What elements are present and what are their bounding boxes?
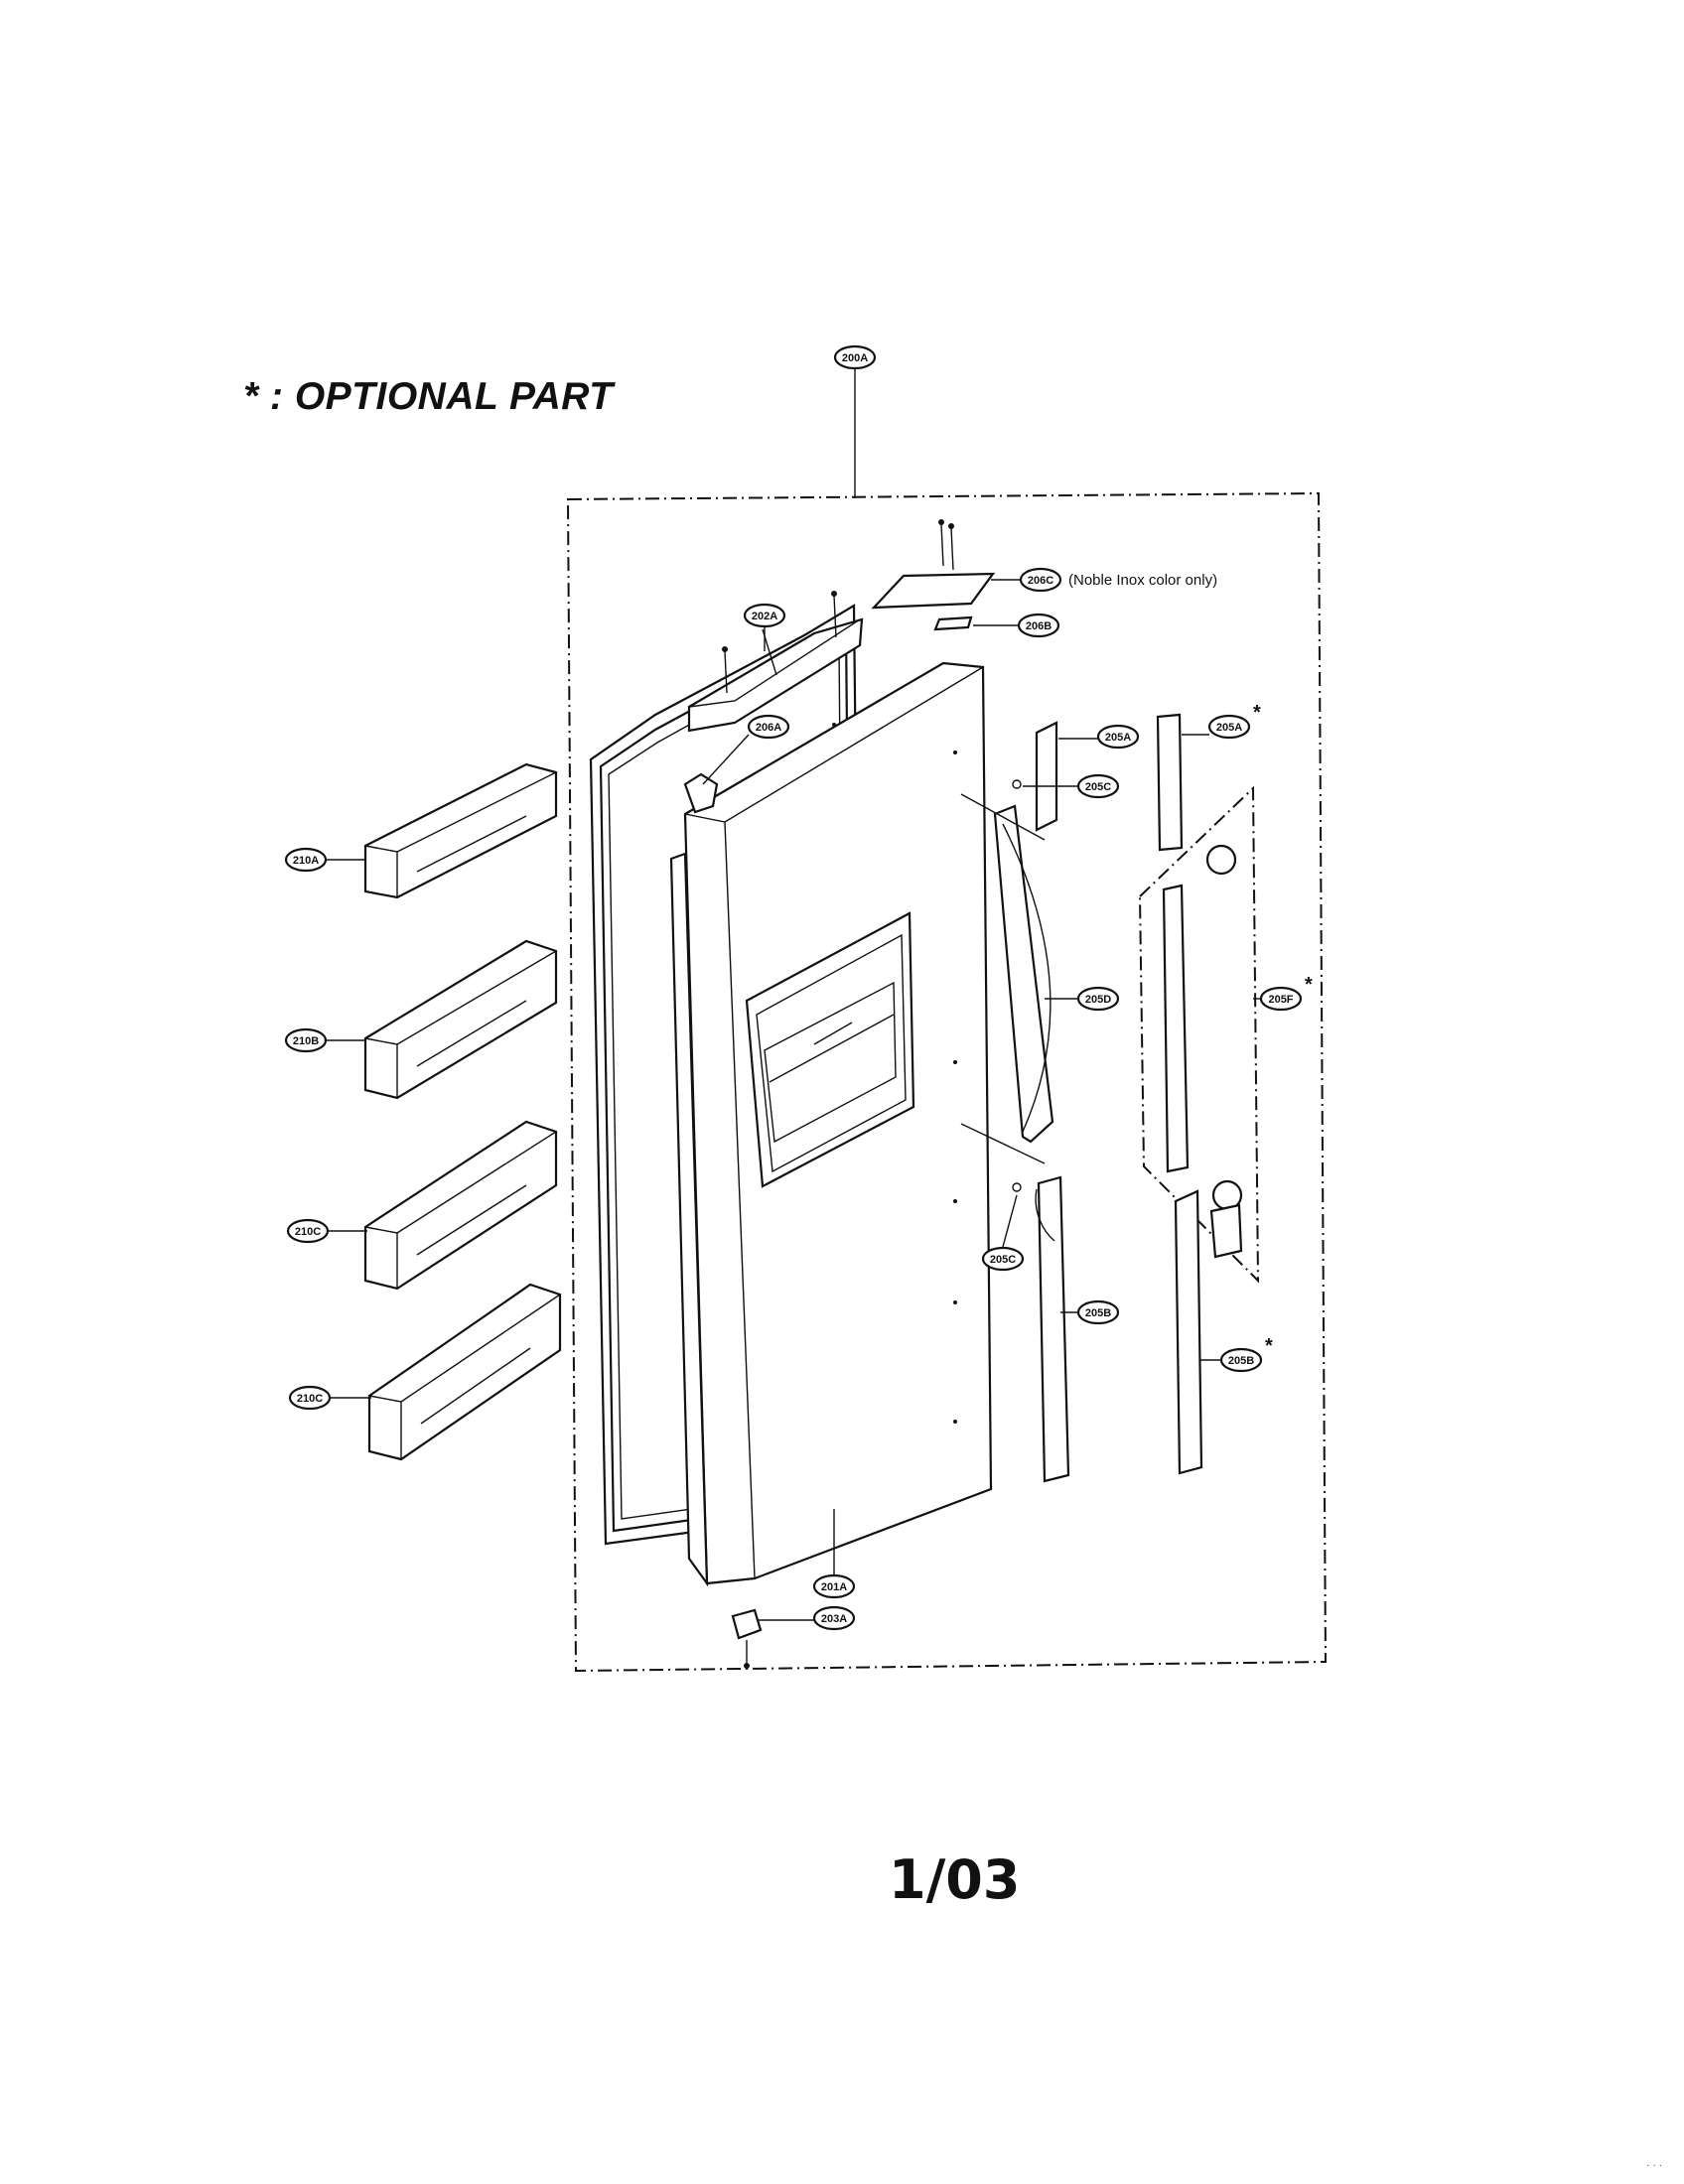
door-bin-210c-lower bbox=[367, 1283, 562, 1461]
callout-206b-label: 206B bbox=[1026, 620, 1052, 632]
callout-202a-label: 202A bbox=[752, 611, 777, 622]
callout-206c-label: 206C bbox=[1028, 575, 1053, 587]
callout-205c-lower: 205C bbox=[981, 1246, 1025, 1272]
callout-203a-label: 203A bbox=[821, 1613, 847, 1625]
top-cap-part bbox=[687, 617, 864, 733]
handle-assembly-left bbox=[960, 721, 1070, 1483]
callout-201a: 201A bbox=[812, 1573, 856, 1599]
callout-200a: 200A bbox=[833, 344, 877, 370]
callout-205c-upper: 205C bbox=[1076, 773, 1120, 799]
assembly-boundary bbox=[566, 367, 1328, 1673]
bottom-hinge-part bbox=[731, 1608, 763, 1669]
optional-marker-205f: * bbox=[1305, 974, 1313, 996]
callout-210c-upper: 210C bbox=[286, 1218, 330, 1244]
callout-205f-label: 205F bbox=[1268, 994, 1293, 1006]
callout-205d: 205D bbox=[1076, 986, 1120, 1012]
callout-202a: 202A bbox=[743, 603, 786, 628]
leader-lines bbox=[326, 579, 1261, 1621]
optional-marker-205b: * bbox=[1265, 1335, 1273, 1357]
callout-210a: 210A bbox=[284, 847, 328, 873]
callout-205c-lower-label: 205C bbox=[990, 1254, 1016, 1266]
callout-205a-right-label: 205A bbox=[1216, 722, 1242, 734]
callout-210b-label: 210B bbox=[293, 1035, 319, 1047]
door-bin-210b bbox=[363, 939, 558, 1100]
callout-205b-right-label: 205B bbox=[1228, 1355, 1254, 1367]
door-panel bbox=[669, 661, 993, 1587]
callout-205a-right: 205A * bbox=[1207, 702, 1261, 740]
callout-210c-lower-label: 210C bbox=[297, 1393, 323, 1405]
callout-200a-label: 200A bbox=[842, 352, 868, 364]
callout-205b-left-label: 205B bbox=[1085, 1307, 1111, 1319]
callout-205d-label: 205D bbox=[1085, 994, 1111, 1006]
handle-assembly-right bbox=[1138, 713, 1260, 1475]
callout-210b: 210B bbox=[284, 1027, 328, 1053]
callout-205a-left-label: 205A bbox=[1105, 732, 1131, 744]
callout-205b-left: 205B bbox=[1076, 1299, 1120, 1325]
callout-206c: 206C (Noble Inox color only) bbox=[1019, 567, 1217, 593]
callout-210a-label: 210A bbox=[293, 855, 319, 867]
corner-mark: · · · bbox=[1646, 2161, 1662, 2172]
hinge-cover-part bbox=[722, 519, 996, 694]
callout-205a-left: 205A bbox=[1096, 724, 1140, 750]
door-bin-210a bbox=[363, 762, 558, 899]
callout-205c-upper-label: 205C bbox=[1085, 781, 1111, 793]
callout-206c-note: (Noble Inox color only) bbox=[1068, 572, 1217, 589]
callout-203a: 203A bbox=[812, 1605, 856, 1631]
callout-210c-upper-label: 210C bbox=[295, 1226, 321, 1238]
callout-201a-label: 201A bbox=[821, 1581, 847, 1593]
optional-part-note: * : OPTIONAL PART bbox=[243, 375, 614, 418]
optional-marker-205a: * bbox=[1253, 702, 1261, 724]
callout-205b-right: 205B * bbox=[1219, 1335, 1273, 1373]
callout-206a: 206A bbox=[747, 714, 790, 740]
callout-205f: 205F * bbox=[1259, 974, 1313, 1012]
callout-206a-label: 206A bbox=[756, 722, 781, 734]
callout-206b: 206B bbox=[1017, 613, 1060, 638]
door-bin-210c-upper bbox=[363, 1120, 558, 1291]
callout-210c-lower: 210C bbox=[288, 1385, 332, 1411]
page-number: 1/03 bbox=[889, 1848, 1021, 1911]
